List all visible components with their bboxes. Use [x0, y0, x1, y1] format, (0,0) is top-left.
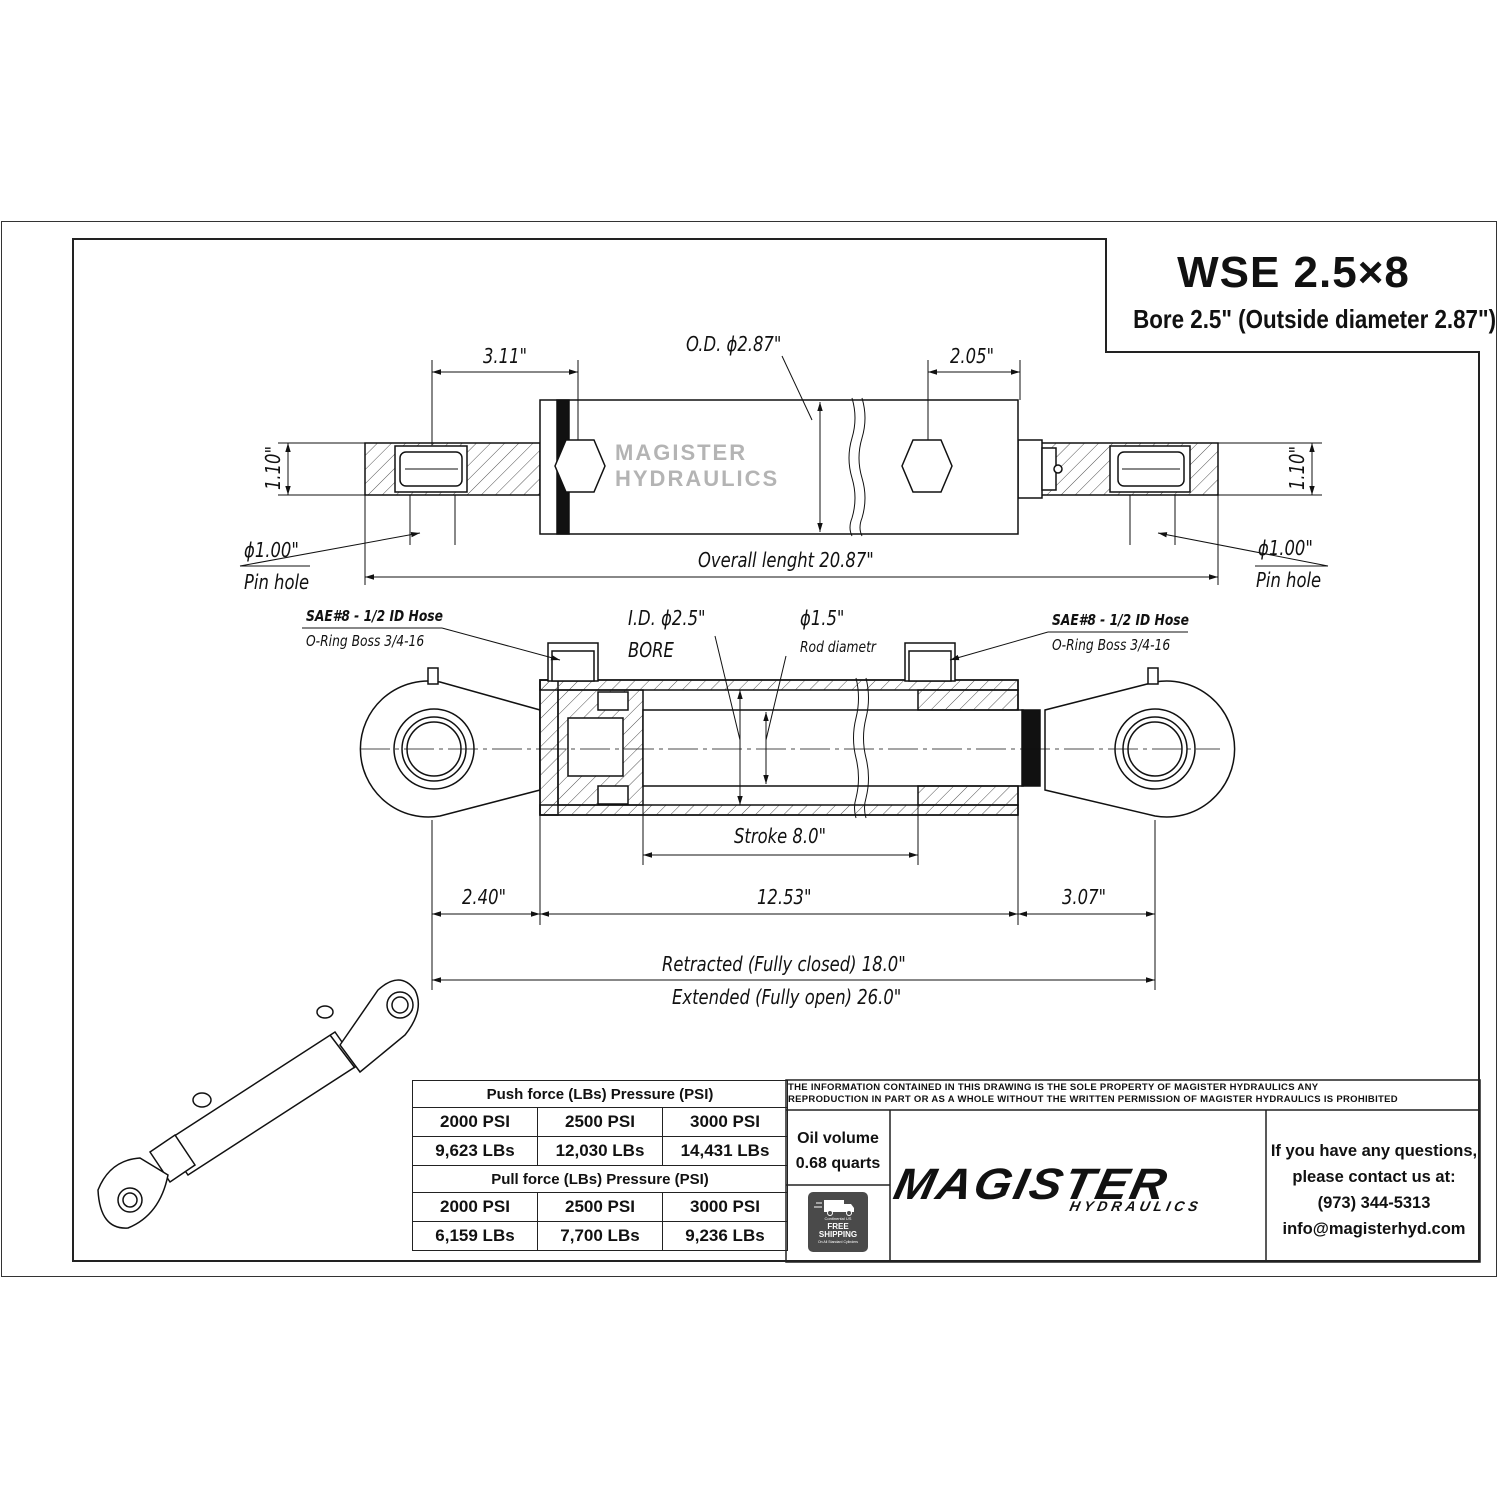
- company-logo: MAGISTER HYDRAULICS: [890, 1160, 1260, 1220]
- dim-right-port: 2.05": [950, 344, 995, 368]
- legal-line2: REPRODUCTION IN PART OR AS A WHOLE WITHO…: [788, 1094, 1398, 1105]
- extended-length: Extended (Fully open) 26.0": [672, 985, 902, 1009]
- badge-line2a: FREE: [827, 1222, 849, 1231]
- contact-phone: (973) 344-5313: [1317, 1194, 1431, 1212]
- truck-icon: [814, 1200, 854, 1216]
- rod-dia: ϕ1.5": [800, 606, 845, 630]
- pin-left-dia: ϕ1.00": [244, 538, 299, 562]
- port-left-line1: SAE#8 - 1/2 ID Hose: [306, 607, 443, 625]
- drawing-frame: [72, 238, 1480, 1262]
- push-force: 14,431 LBs: [662, 1136, 788, 1166]
- contact-email: info@magisterhyd.com: [1282, 1220, 1466, 1238]
- legal-notice: THE INFORMATION CONTAINED IN THIS DRAWIN…: [788, 1082, 1480, 1106]
- pull-force: 7,700 LBs: [537, 1221, 663, 1251]
- oil-volume: Oil volume 0.68 quarts: [788, 1126, 888, 1176]
- push-force: 9,623 LBs: [412, 1136, 538, 1166]
- port-right-line2: O-Ring Boss 3/4-16: [1052, 636, 1171, 654]
- pull-pressure: 2000 PSI: [412, 1192, 538, 1222]
- watermark: MAGISTER HYDRAULICS: [615, 440, 779, 492]
- model-title: WSE 2.5×8: [1177, 248, 1410, 297]
- pin-right-label: Pin hole: [1256, 568, 1322, 592]
- badge-line2b: SHIPPING: [818, 1230, 858, 1239]
- dim-center: 12.53": [757, 885, 812, 909]
- pin-left-label: Pin hole: [244, 570, 310, 594]
- pull-force: 6,159 LBs: [412, 1221, 538, 1251]
- contact-line1: If you have any questions,: [1270, 1142, 1478, 1160]
- oil-value: 0.68 quarts: [795, 1155, 881, 1172]
- push-header: Push force (LBs) Pressure (PSI): [412, 1080, 788, 1108]
- legal-line1: THE INFORMATION CONTAINED IN THIS DRAWIN…: [788, 1082, 1319, 1093]
- rod-label: Rod diametr: [800, 638, 876, 656]
- oil-label: Oil volume: [797, 1130, 879, 1147]
- port-left-line2: O-Ring Boss 3/4-16: [306, 632, 425, 650]
- overall-length: Overall lenght 20.87": [698, 548, 874, 572]
- bore-label: BORE: [628, 638, 674, 662]
- force-table: Push force (LBs) Pressure (PSI) 2000 PSI…: [412, 1080, 788, 1251]
- watermark-line1: MAGISTER: [615, 440, 748, 465]
- pull-pressure: 2500 PSI: [537, 1192, 663, 1222]
- sheet-border: [1, 221, 1497, 1277]
- free-shipping-badge: Continental US FREE SHIPPING On All Stan…: [808, 1192, 868, 1252]
- badge-line1: Continental US: [824, 1216, 852, 1221]
- badge-line3: On All Standard Cylinders: [817, 1240, 859, 1244]
- stroke-label: Stroke 8.0": [734, 824, 827, 848]
- watermark-line2: HYDRAULICS: [615, 466, 780, 491]
- badge-free: FREE SHIPPING: [808, 1223, 868, 1239]
- push-pressure: 3000 PSI: [662, 1107, 788, 1137]
- bore-subtitle: Bore 2.5" (Outside diameter 2.87"): [1133, 304, 1497, 334]
- logo-sub-text: HYDRAULICS: [1068, 1198, 1204, 1214]
- dim-od: O.D. ϕ2.87": [686, 332, 782, 356]
- dim-left-port: 3.11": [483, 344, 528, 368]
- isometric-cylinder-sketch: [97, 979, 420, 1229]
- contact-info: If you have any questions, please contac…: [1268, 1138, 1480, 1242]
- dim-right: 3.07": [1062, 885, 1107, 909]
- piston-rod: [642, 709, 1024, 787]
- push-pressure: 2000 PSI: [412, 1107, 538, 1137]
- pull-force: 9,236 LBs: [662, 1221, 788, 1251]
- port-right-line1: SAE#8 - 1/2 ID Hose: [1052, 611, 1189, 629]
- bore-dia: I.D. ϕ2.5": [628, 606, 706, 630]
- title-block: WSE 2.5×8 Bore 2.5" (Outside diameter 2.…: [1105, 238, 1497, 353]
- dim-left: 2.40": [462, 885, 507, 909]
- pin-right-dia: ϕ1.00": [1258, 536, 1313, 560]
- contact-line2: please contact us at:: [1292, 1168, 1456, 1186]
- pull-header: Pull force (LBs) Pressure (PSI): [412, 1165, 788, 1193]
- retracted-length: Retracted (Fully closed) 18.0": [662, 952, 906, 976]
